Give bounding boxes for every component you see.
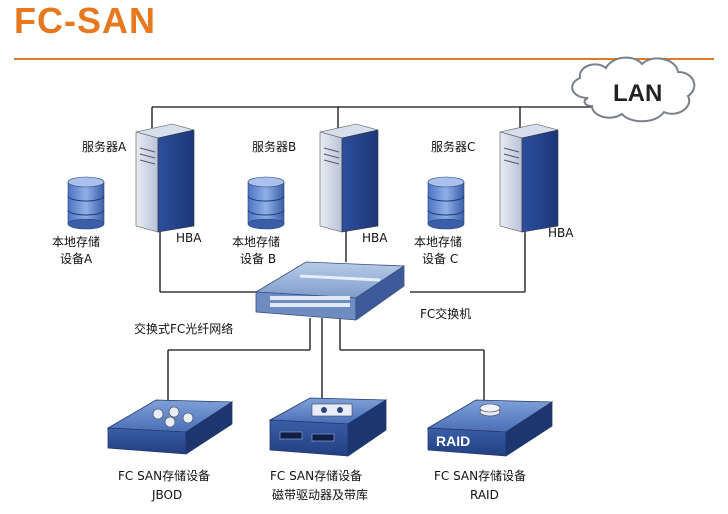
jbod-label-2: JBOD (151, 488, 182, 502)
server-a-label: 服务器A (82, 139, 127, 154)
storage-c-label-1: 本地存储 (414, 234, 462, 249)
title-divider (14, 58, 714, 60)
hba-label-c: HBA (548, 226, 574, 240)
server-c-label: 服务器C (431, 139, 475, 154)
local-storage-b (247, 176, 285, 230)
hba-cables (159, 230, 526, 293)
fc-switch (254, 261, 406, 321)
lan-cloud: LAN (571, 56, 696, 123)
switch-label: FC交换机 (420, 306, 471, 321)
tape-label-1: FC SAN存储设备 (270, 468, 362, 483)
raid-label-1: FC SAN存储设备 (434, 468, 526, 483)
raid-device: RAID (426, 399, 554, 457)
san-cables (167, 318, 485, 400)
storage-b-label-1: 本地存储 (232, 234, 280, 249)
server-c (499, 123, 559, 233)
local-storage-a (67, 176, 105, 230)
storage-c-label-2: 设备 C (422, 252, 458, 266)
storage-a-label-1: 本地存储 (52, 234, 100, 249)
server-b (319, 123, 379, 233)
storage-b-label-2: 设备 B (240, 252, 276, 266)
hba-label-b: HBA (362, 231, 388, 245)
fabric-label: 交换式FC光纤网络 (134, 321, 233, 336)
raid-label-2: RAID (470, 488, 499, 502)
tape-library-device (268, 397, 388, 457)
raid-badge: RAID (436, 433, 470, 449)
server-b-label: 服务器B (252, 139, 296, 154)
storage-a-label-2: 设备A (60, 252, 93, 266)
page-title: FC-SAN (14, 0, 156, 41)
tape-label-2: 磁带驱动器及带库 (272, 487, 368, 502)
server-a (135, 123, 195, 233)
lan-bus (151, 106, 600, 128)
jbod-device (106, 399, 234, 455)
local-storage-c (427, 176, 465, 230)
hba-label-a: HBA (176, 231, 202, 245)
jbod-label-1: FC SAN存储设备 (118, 468, 210, 483)
lan-label: LAN (613, 80, 662, 107)
